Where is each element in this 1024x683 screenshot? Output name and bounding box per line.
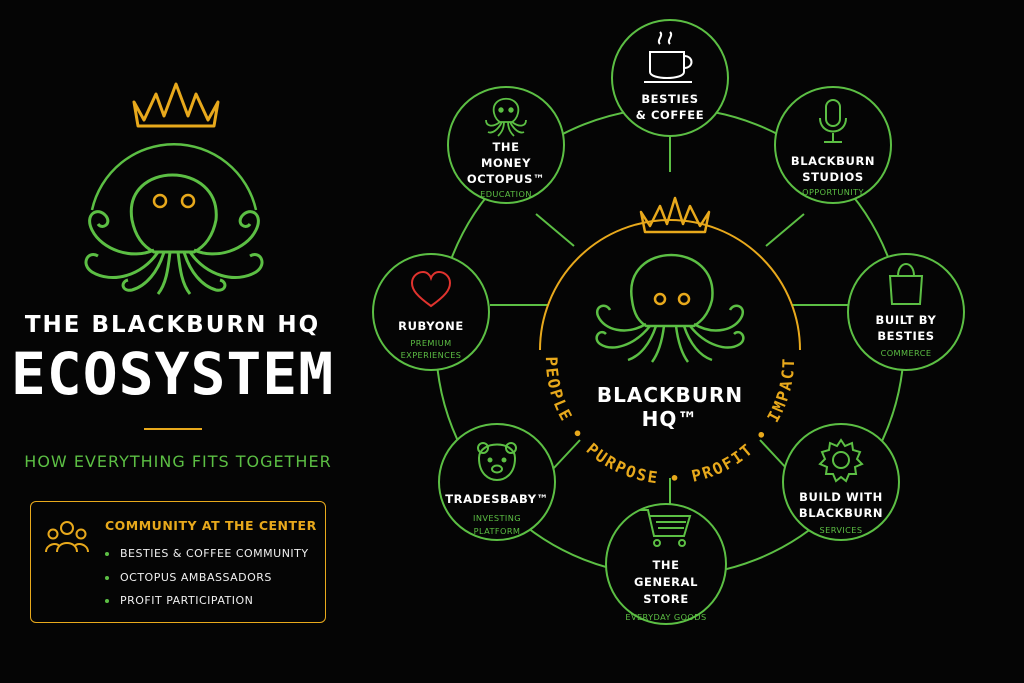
community-list: BESTIES & COFFEE COMMUNITY OCTOPUS AMBAS… <box>105 546 309 617</box>
shopping-cart-icon <box>640 509 692 547</box>
community-panel: COMMUNITY AT THE CENTER BESTIES & COFFEE… <box>30 501 326 623</box>
octopus-crown-icon <box>84 82 264 295</box>
node-label: RUBYONE <box>398 319 464 333</box>
node-blackburn-studios[interactable]: BLACKBURN STUDIOS OPPORTUNITY <box>774 86 892 204</box>
node-build-with-blackburn[interactable]: BUILD WITH BLACKBURN SERVICES <box>782 423 900 541</box>
title-divider <box>144 428 202 430</box>
microphone-icon <box>819 99 847 143</box>
community-title: COMMUNITY AT THE CENTER <box>105 518 317 533</box>
list-item: PROFIT PARTICIPATION <box>105 593 309 617</box>
node-label: BLACKBURN <box>791 154 875 168</box>
center-hub: BLACKBURN HQ™ PEOPLE • PURPOSE • PROFIT … <box>542 196 796 488</box>
node-sublabel: PREMIUM <box>410 338 451 348</box>
node-sublabel: OPPORTUNITY <box>802 187 864 197</box>
node-sublabel: COMMERCE <box>881 348 932 358</box>
node-label: BLACKBURN <box>799 506 883 520</box>
people-group-icon <box>45 521 89 553</box>
node-label: BESTIES <box>877 329 934 343</box>
node-label: BUILD WITH <box>799 490 883 504</box>
node-sublabel: PLATFORM <box>474 526 521 536</box>
list-item: OCTOPUS AMBASSADORS <box>105 570 309 594</box>
node-label: GENERAL <box>634 575 698 589</box>
crown-icon <box>639 196 711 234</box>
node-label: BUILT BY <box>876 313 937 327</box>
node-sublabel: SERVICES <box>820 525 863 535</box>
octopus-icon <box>485 98 527 137</box>
page-subtitle-top: THE BLACKBURN HQ <box>24 312 321 338</box>
node-label: TRADESBABY™ <box>445 492 549 506</box>
spokes <box>490 132 850 510</box>
shopping-bag-icon <box>888 263 924 305</box>
node-label: THE <box>652 558 679 572</box>
node-money-octopus[interactable]: THE MONEY OCTOPUS™ EDUCATION <box>447 86 565 204</box>
coffee-cup-icon <box>644 31 693 83</box>
node-rubyone[interactable]: RUBYONE PREMIUM EXPERIENCES <box>372 253 490 371</box>
octopus-icon <box>595 253 745 363</box>
node-sublabel: EXPERIENCES <box>401 350 462 360</box>
node-label: THE <box>492 140 519 154</box>
node-tradesbaby[interactable]: TRADESBABY™ INVESTING PLATFORM <box>438 423 556 541</box>
heart-icon <box>410 270 452 308</box>
node-label: STUDIOS <box>802 170 864 184</box>
page-title: ECOSYSTEM <box>10 340 335 408</box>
gear-icon <box>818 438 864 483</box>
node-built-by-besties[interactable]: BUILT BY BESTIES COMMERCE <box>847 253 965 371</box>
page-tagline: HOW EVERYTHING FITS TOGETHER <box>24 452 332 471</box>
list-item: BESTIES & COFFEE COMMUNITY <box>105 546 309 570</box>
center-title-line1: BLACKBURN <box>597 383 743 407</box>
node-label: STORE <box>643 592 689 606</box>
bear-icon <box>477 442 517 482</box>
node-label: & COFFEE <box>636 108 704 122</box>
node-general-store[interactable]: THE GENERAL STORE EVERYDAY GOODS <box>605 503 727 625</box>
left-panel: THE BLACKBURN HQ ECOSYSTEM HOW EVERYTHIN… <box>0 0 360 683</box>
node-sublabel: EVERYDAY GOODS <box>625 612 706 622</box>
node-sublabel: EDUCATION <box>480 189 532 199</box>
node-label: BESTIES <box>641 92 698 106</box>
node-label: OCTOPUS™ <box>467 172 545 186</box>
node-label: MONEY <box>481 156 531 170</box>
node-besties-coffee[interactable]: BESTIES & COFFEE <box>611 19 729 137</box>
center-halo-arc <box>539 219 801 351</box>
node-sublabel: INVESTING <box>473 513 521 523</box>
center-title-line2: HQ™ <box>642 407 699 431</box>
